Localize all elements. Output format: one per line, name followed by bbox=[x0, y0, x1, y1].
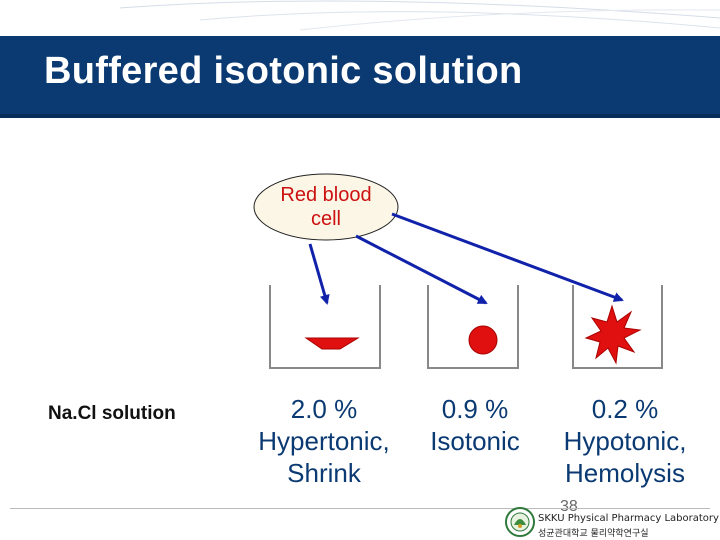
page-number: 38 bbox=[560, 498, 578, 515]
tonicity-label: Isotonic bbox=[430, 426, 520, 456]
beaker-isotonic bbox=[427, 285, 519, 369]
slide-title: Buffered isotonic solution bbox=[44, 50, 523, 92]
isotonic-text: 0.9 % Isotonic bbox=[380, 393, 570, 457]
concentration-label: 0.9 % bbox=[441, 394, 509, 424]
footer-lab-name: SKKU Physical Pharmacy Laboratory bbox=[538, 513, 719, 524]
tonicity-label: Hypertonic, bbox=[258, 426, 390, 456]
concentration-label: 2.0 % bbox=[290, 394, 358, 424]
concentration-label: 0.2 % bbox=[591, 394, 659, 424]
footer-divider bbox=[10, 508, 710, 509]
nacl-solution-label: Na.Cl solution bbox=[48, 403, 176, 424]
header-decoration bbox=[119, 0, 720, 31]
effect-label: Shrink bbox=[287, 458, 361, 488]
effect-label: Hemolysis bbox=[565, 458, 685, 488]
arrow-to-hypertonic bbox=[308, 243, 330, 305]
arrow-to-isotonic bbox=[355, 234, 488, 305]
arrow-to-hypotonic bbox=[391, 212, 624, 302]
red-blood-cell-label: Red blood cell bbox=[280, 184, 372, 230]
normal-cell bbox=[468, 325, 498, 355]
title-bar bbox=[0, 36, 720, 118]
beaker-hypertonic bbox=[269, 285, 381, 369]
hypertonic-text: 2.0 % Hypertonic, Shrink bbox=[229, 393, 419, 489]
shrunken-cell bbox=[304, 337, 360, 350]
footer-lab-name-korean: 성균관대학교 물리약학연구실 bbox=[538, 529, 649, 539]
hypotonic-text: 0.2 % Hypotonic, Hemolysis bbox=[530, 393, 720, 489]
beaker-hypotonic bbox=[572, 285, 663, 369]
burst-cell bbox=[584, 304, 642, 365]
red-blood-cell-bubble bbox=[253, 173, 399, 241]
university-logo-icon bbox=[505, 507, 535, 537]
tonicity-label: Hypotonic, bbox=[563, 426, 687, 456]
